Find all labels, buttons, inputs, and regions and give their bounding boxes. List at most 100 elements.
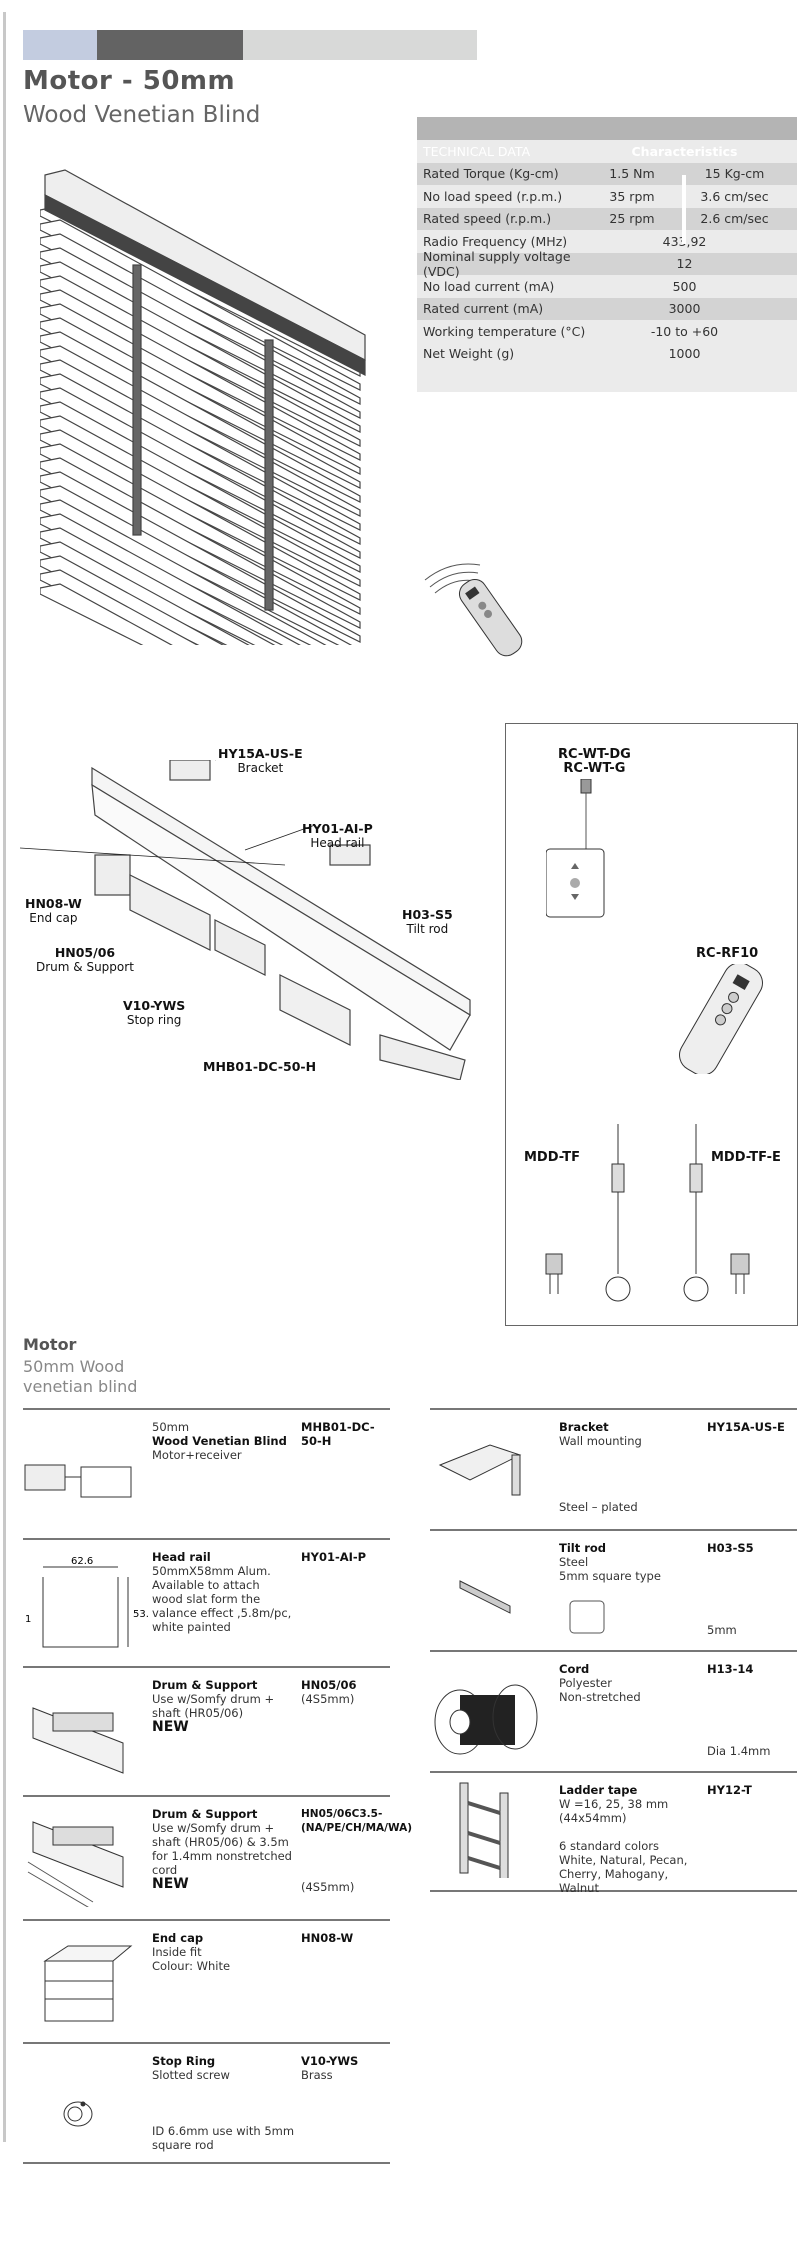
- parts-section-subtitle: 50mm Wood venetian blind: [23, 1357, 138, 1396]
- part-desc: Use w/Somfy drum + shaft (HR05/06) & 3.5…: [152, 1821, 292, 1877]
- part-desc: 50mmX58mm Alum. Available to attach wood…: [152, 1564, 292, 1634]
- row-label: Rated Torque (Kg-cm): [423, 166, 559, 182]
- blind-slat: [40, 289, 361, 461]
- svg-text:53.4: 53.4: [133, 1609, 148, 1620]
- part-code: H03-S5: [707, 1541, 754, 1555]
- column-divider: [682, 175, 686, 244]
- part-desc: Steel 5mm square type: [559, 1555, 661, 1583]
- table-row: Rated current (mA)3000: [417, 297, 797, 320]
- table-row: Net Weight (g)1000: [417, 343, 797, 366]
- part-code: HY12-T: [707, 1783, 752, 1797]
- blind-slat: [40, 387, 361, 559]
- table-row: Nominal supply voltage (VDC)12: [417, 249, 797, 279]
- exploded-headrail-diagram: [20, 760, 471, 1080]
- head-rail-profile-icon: 62.653.41: [25, 1556, 148, 1648]
- blind-slat: [40, 331, 361, 503]
- color-band-light: [243, 30, 477, 60]
- new-badge: NEW: [152, 1719, 189, 1735]
- part-name: Stop Ring: [152, 2054, 216, 2068]
- part-desc: Inside fit Colour: White: [152, 1945, 231, 1973]
- table-column-headers: TECHNICAL DATA Characteristics: [417, 140, 797, 163]
- remote-control-illustration: [424, 563, 523, 657]
- part-code: HN05/06C3.5-(NA/PE/CH/MA/WA): [301, 1808, 413, 1834]
- blind-slat: [40, 541, 250, 645]
- table-row: Rated Torque (Kg-cm) 1.5 Nm 15 Kg-cm: [417, 162, 797, 185]
- page-title: Motor - 50mm: [23, 66, 236, 96]
- motor-receiver-icon: [24, 1464, 132, 1498]
- row-value: 15 Kg-cm: [704, 166, 765, 182]
- part-desc: W =16, 25, 38 mm (44x54mm) 6 standard co…: [559, 1797, 688, 1895]
- blind-slat: [40, 415, 361, 587]
- row-value: 1.5 Nm: [609, 166, 655, 182]
- part-name: Ladder tape: [559, 1783, 638, 1797]
- blind-slat: [40, 275, 361, 447]
- row-value: 1000: [668, 346, 701, 362]
- power-adapters-illustration: [545, 1124, 750, 1302]
- part-code: HN08-W: [301, 1931, 354, 1945]
- row-value: -10 to +60: [650, 323, 719, 339]
- col-characteristics: Characteristics: [631, 143, 738, 159]
- blind-slat: [40, 247, 361, 419]
- part-desc: Motor+receiver: [152, 1448, 242, 1462]
- blind-slat: [40, 345, 361, 517]
- label-motor: MHB01-DC-50-H: [203, 1059, 317, 1074]
- parts-section-title: Motor: [23, 1335, 77, 1354]
- row-label: Nominal supply voltage (VDC): [423, 248, 571, 279]
- row-value: 25 rpm: [609, 211, 655, 227]
- blind-slat: [40, 569, 199, 645]
- adapter-code-2: MDD-TF-E: [711, 1150, 781, 1165]
- part-code: HN05/06(4S5mm): [301, 1678, 357, 1706]
- blind-slat: [40, 261, 361, 433]
- page-margin-line: [3, 12, 6, 2142]
- blind-slat: [40, 401, 361, 573]
- blind-slat: [40, 457, 361, 629]
- row-label: No load speed (r.p.m.): [423, 188, 563, 204]
- wall-switch-illustration: [546, 779, 605, 918]
- cord-spool-icon: [434, 1684, 538, 1755]
- blind-slat: [40, 499, 327, 645]
- blind-slat: [40, 359, 361, 531]
- part-name: Head rail: [152, 1550, 211, 1564]
- blind-slat: [40, 471, 361, 643]
- svg-text:62.6: 62.6: [71, 1556, 93, 1567]
- part-size: 50mm: [152, 1420, 190, 1434]
- part-size: 5mm: [707, 1623, 737, 1637]
- color-band-blue: [23, 30, 97, 60]
- part-material: Steel – plated: [559, 1500, 638, 1514]
- part-name: Bracket: [559, 1420, 609, 1434]
- ladder-tape-icon: [459, 1782, 509, 1878]
- row-value: 2.6 cm/sec: [700, 211, 769, 227]
- square-profile-icon: [569, 1600, 605, 1634]
- col-technical-data: TECHNICAL DATA: [423, 143, 531, 159]
- row-value: 35 rpm: [609, 188, 655, 204]
- part-name: Drum & Support: [152, 1807, 258, 1821]
- blind-slat: [40, 555, 225, 645]
- blind-slat: [40, 317, 361, 489]
- adapter-code-1: MDD-TF: [524, 1150, 580, 1165]
- part-desc: Use w/Somfy drum + shaft (HR05/06): [152, 1692, 275, 1720]
- part-code: HY15A-US-E: [707, 1420, 785, 1434]
- blind-slat: [40, 303, 361, 475]
- remote-rf10-illustration: [679, 964, 763, 1074]
- row-label: No load current (mA): [423, 278, 555, 294]
- part-size: Dia 1.4mm: [707, 1744, 771, 1758]
- blind-slat: [40, 527, 276, 645]
- stop-ring-icon: [63, 2101, 93, 2127]
- drum-support-cord-icon: [27, 1821, 124, 1907]
